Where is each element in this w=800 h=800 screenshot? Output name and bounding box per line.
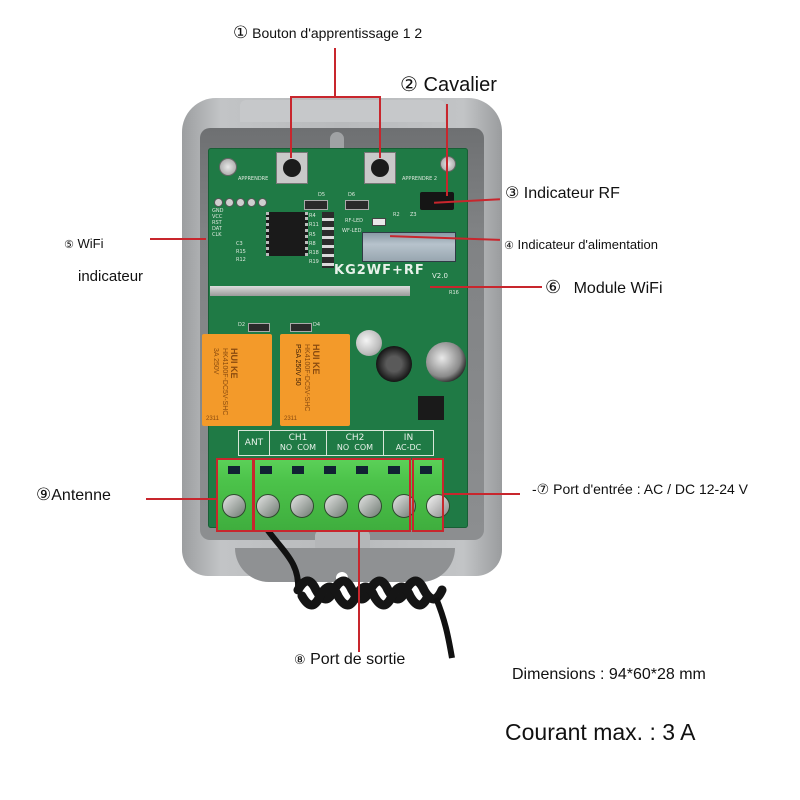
leader-c9 <box>146 498 218 500</box>
callout-number-4: ④ <box>504 240 514 252</box>
ant-silkscreen: ANT <box>244 438 264 448</box>
header-pin-labels: GND VCC RST DAT CLK <box>212 208 224 238</box>
callout-input-port: -⑦ Port d'entrée : AC / DC 12-24 V <box>532 481 748 498</box>
inductor <box>376 346 412 382</box>
terminal-screw-ch1-com[interactable] <box>290 494 314 518</box>
callout-number-3: ③ <box>505 185 520 202</box>
callout-wifi-indicator: ⑤ WiFi indicateur <box>64 228 143 292</box>
spec-dimensions: Dimensions : 94*60*28 mm <box>512 666 706 683</box>
relay-ch2: HUI KE HK4100F-DC5V-SHC PSA 250V 50 2311 <box>280 334 350 426</box>
resistor-column <box>322 212 334 268</box>
callout-text-7: Port d'entrée : AC / DC 12-24 V <box>553 481 749 497</box>
resistor-labels: R4 R11 R5 R8 R18 R19 <box>309 213 319 266</box>
callout-text-6: Module WiFi <box>573 280 663 297</box>
learn2-silkscreen: APPRENDRE 2 <box>402 176 438 182</box>
rf-led-silkscreen: RF-LED <box>345 218 363 224</box>
leader-c6 <box>430 286 542 288</box>
diode-d5 <box>304 200 328 210</box>
d2-label: D2 <box>238 322 246 328</box>
spec-max-current: Courant max. : 3 A <box>505 719 696 745</box>
leader-c1-vertical <box>334 48 336 96</box>
callout-text-2: Cavalier <box>423 74 497 96</box>
callout-power-indicator: ④ Indicateur d'alimentation <box>504 237 658 252</box>
callout-learn-button: ① Bouton d'apprentissage 1 2 <box>233 23 422 43</box>
leader-c1-left-drop <box>290 96 292 158</box>
board-version: V2.0 <box>432 272 448 280</box>
diode-d6 <box>345 200 369 210</box>
callout-jumper: ② Cavalier <box>400 72 497 97</box>
jumper-silkscreen: Z3 <box>410 212 417 218</box>
learn-button-1[interactable] <box>276 152 308 184</box>
callout-text-9: Antenne <box>51 487 111 504</box>
d5-label: D5 <box>318 192 326 198</box>
capacitor-small <box>356 330 382 356</box>
leader-c1-right-drop <box>379 96 381 158</box>
terminal-silkscreen: ANT CH1 NO COM CH2 NO COM IN AC-DC <box>238 430 434 456</box>
enclosure-bottom-tab <box>315 530 370 552</box>
highlight-antenna <box>216 458 254 532</box>
callout-wifi-module: ⑥ Module WiFi <box>545 277 663 298</box>
diode-d4 <box>290 323 312 332</box>
programming-header <box>214 198 267 207</box>
regulator-chip <box>418 396 444 420</box>
callout-number-6: ⑥ <box>545 277 562 297</box>
terminal-wire-slots <box>228 466 432 474</box>
callout-number-8: ⑧ <box>294 652 306 667</box>
callout-number-5: ⑤ <box>64 239 74 251</box>
callout-number-1: ① <box>233 23 249 42</box>
highlight-output-port <box>253 458 411 532</box>
learn1-silkscreen: APPRENDRE <box>238 176 269 182</box>
enclosure-top-lip <box>240 100 445 122</box>
r16-label: R16 <box>449 290 459 296</box>
terminal-screw-ch2-no[interactable] <box>324 494 348 518</box>
mcu-chip <box>266 212 308 256</box>
leader-c5 <box>150 238 206 240</box>
left-part-labels: C3 R15 R12 <box>236 241 246 263</box>
terminal-screw-ant[interactable] <box>222 494 246 518</box>
callout-output-port: ⑧ Port de sortie <box>294 651 405 669</box>
crystal-strip <box>210 286 410 296</box>
callout-text-8: Port de sortie <box>310 651 406 668</box>
d4-label: D4 <box>313 322 321 328</box>
screw-right <box>440 156 456 172</box>
leader-c8 <box>358 532 360 652</box>
callout-rf-indicator: ③ Indicateur RF <box>505 183 620 203</box>
callout-antenna: ⑨Antenne <box>36 485 111 505</box>
diode-d2 <box>248 323 270 332</box>
coiled-antenna-cable <box>259 520 455 659</box>
callout-number-7: ⑦ <box>536 481 550 497</box>
relay-ch1: HUI KE HK4100F-DC5V-SHC 3A 250V 2311 <box>202 334 272 426</box>
callout-text-5b: indicateur <box>78 268 144 285</box>
leader-c7 <box>442 493 520 495</box>
callout-text-4: Indicateur d'alimentation <box>517 237 659 252</box>
callout-text-1: Bouton d'apprentissage 1 2 <box>252 25 423 41</box>
leader-c1-horizontal <box>290 96 381 98</box>
wf-led-silkscreen: WF-LED <box>342 228 362 234</box>
callout-number-2: ② <box>400 74 418 96</box>
leader-c2 <box>446 104 448 196</box>
terminal-screw-in-2[interactable] <box>426 494 450 518</box>
terminal-screw-ch1-no[interactable] <box>256 494 280 518</box>
screw-left <box>219 158 237 176</box>
callout-prefix-7: - <box>532 481 537 497</box>
highlight-input-port <box>412 458 444 532</box>
board-model: KG2WF+RF <box>334 263 425 278</box>
capacitor-large <box>426 342 466 382</box>
callout-number-9: ⑨ <box>36 485 52 504</box>
d6-label: D6 <box>348 192 356 198</box>
terminal-screw-ch2-com[interactable] <box>358 494 382 518</box>
callout-text-5: WiFi <box>77 236 104 251</box>
r2-label: R2 <box>393 212 400 218</box>
rf-led <box>372 218 386 226</box>
callout-text-3: Indicateur RF <box>523 185 620 202</box>
